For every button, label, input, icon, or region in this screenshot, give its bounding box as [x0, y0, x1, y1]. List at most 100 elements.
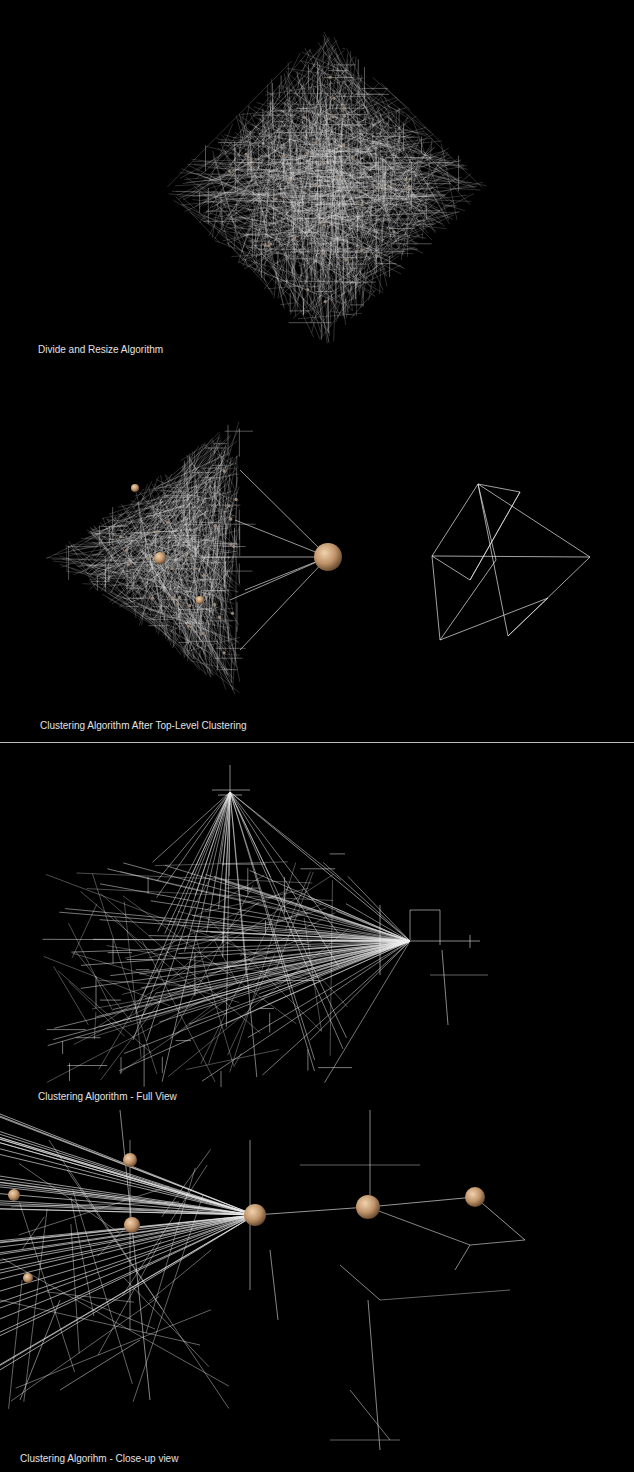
graph-edge-line: [101, 565, 115, 566]
graph-edge-line: [118, 590, 151, 610]
graph-edge-line: [164, 495, 198, 496]
graph-edge-line: [343, 48, 346, 49]
graph-vertex: [249, 164, 252, 167]
graph-edge-line: [235, 520, 328, 557]
graph-edge-line: [345, 264, 367, 265]
graph-edge-line: [280, 303, 295, 305]
graph-edge-line: [324, 77, 353, 78]
graph-vertex: [375, 254, 378, 257]
graph-edge-line: [255, 1207, 368, 1215]
graph-edge-line: [324, 173, 368, 174]
graph-edge-line: [265, 920, 266, 933]
graph-edge-line: [0, 1215, 255, 1365]
graph-vertex: [345, 258, 348, 261]
graph-edge-line: [323, 200, 324, 213]
graph-vertex: [229, 518, 232, 521]
graph-edge-line: [127, 567, 128, 594]
graph-edge-line: [378, 157, 379, 202]
graph-edge-line: [0, 1116, 255, 1215]
graph-vertex: [228, 169, 231, 172]
graph-edge-line: [91, 581, 109, 582]
cluster-sphere: [23, 1273, 33, 1283]
graph-edge-line: [315, 204, 362, 205]
graph-edge-line: [508, 557, 590, 636]
graph-edge-line: [347, 240, 348, 277]
graph-edge-line: [260, 207, 261, 225]
graph-edge-line: [380, 1290, 510, 1300]
graph-vertex: [306, 152, 309, 155]
graph-edge-line: [478, 484, 508, 636]
graph-vertex: [264, 244, 267, 247]
graph-edge-line: [303, 176, 339, 177]
graph-edge-line: [403, 124, 404, 152]
graph-edge-line: [154, 892, 284, 951]
graph-edge-line: [440, 910, 441, 945]
graph-edge-line: [225, 562, 226, 576]
graph-edge-line: [214, 478, 215, 499]
graph-edge-line: [221, 141, 278, 182]
graph-edge-line: [249, 178, 445, 244]
graph-edge-line: [20, 1203, 75, 1372]
graph-edge-line: [0, 1215, 255, 1279]
graph-edge-line: [126, 588, 144, 589]
graph-edge-line: [389, 228, 414, 229]
graph-edge-line: [90, 488, 214, 575]
graph-edge-line: [437, 165, 464, 166]
graph-edge-line: [288, 236, 290, 276]
graph-edge-line: [148, 908, 326, 958]
top-level-cluster-graph: [46, 422, 590, 694]
graph-edge-line: [319, 213, 454, 259]
graph-edge-line: [279, 147, 432, 298]
graph-edge-line: [141, 520, 142, 539]
graph-edge-line: [174, 591, 192, 592]
graph-edge-line: [230, 557, 328, 600]
graph-edge-line: [133, 792, 230, 1040]
graph-edge-line: [174, 582, 240, 644]
graph-edge-line: [274, 130, 296, 139]
cluster-sphere: [196, 596, 204, 604]
graph-edge-line: [346, 186, 380, 187]
graph-edge-line: [199, 192, 200, 212]
graph-edge-line: [274, 137, 275, 165]
graph-edge-line: [123, 598, 141, 599]
graph-edge-line: [155, 530, 156, 557]
graph-edge-line: [52, 559, 111, 560]
graph-edge-line: [131, 535, 132, 564]
graph-edge-line: [310, 101, 324, 137]
graph-edge-line: [177, 507, 205, 508]
graph-edge-line: [207, 620, 232, 621]
graph-edge-line: [248, 941, 410, 1038]
graph-edge-line: [159, 941, 410, 1022]
graph-edge-line: [202, 477, 220, 478]
graph-edge-line: [355, 94, 389, 95]
graph-edge-line: [212, 465, 227, 466]
graph-vertex: [360, 203, 363, 206]
graph-edge-line: [162, 599, 189, 600]
graph-edge-line: [240, 557, 328, 650]
graph-edge-line: [368, 1300, 380, 1450]
graph-edge-line: [328, 114, 367, 115]
graph-edge-line: [368, 1207, 470, 1245]
graph-edge-line: [311, 283, 324, 322]
graph-edge-line: [368, 1197, 475, 1207]
graph-edge-line: [0, 1215, 255, 1291]
graph-edge-line: [290, 293, 291, 312]
graph-edge-line: [3, 1258, 229, 1386]
graph-edge-line: [376, 228, 377, 273]
graph-edge-line: [80, 489, 144, 567]
graph-edge-line: [262, 109, 263, 147]
graph-edge-line: [308, 65, 309, 90]
graph-edge-line: [133, 574, 134, 590]
cluster-sphere: [314, 543, 342, 571]
graph-edge-line: [225, 518, 226, 535]
graph-edge-line: [311, 87, 350, 285]
graph-edge-line: [432, 484, 478, 556]
graph-edge-line: [0, 1183, 255, 1215]
panel-caption: Clustering Algorithm - Full View: [36, 1091, 179, 1103]
graph-edge-line: [283, 163, 314, 164]
graph-edge-line: [150, 460, 226, 531]
graph-edge-line: [299, 281, 333, 282]
graph-edge-line: [77, 873, 313, 883]
graph-vertex: [359, 190, 362, 193]
graph-edge-line: [105, 557, 106, 587]
